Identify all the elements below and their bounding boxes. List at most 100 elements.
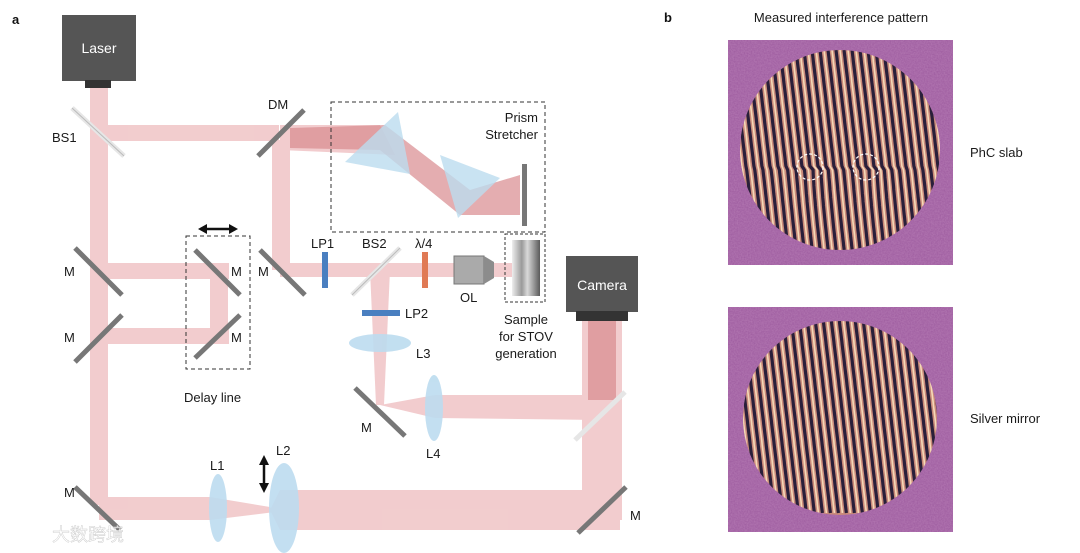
fringe-line <box>778 50 806 250</box>
fringe-line <box>887 50 913 250</box>
mirror-m3 <box>258 248 307 297</box>
delay-line-box <box>185 235 251 370</box>
defect-marker-2 <box>852 153 880 181</box>
fringe-line <box>861 321 888 514</box>
fringe-line <box>775 50 801 250</box>
fringe-line <box>882 321 908 514</box>
fringe-line <box>815 50 841 250</box>
stretcher-mirror <box>522 164 527 226</box>
fringe-line <box>890 321 916 514</box>
panel-b: b Measured interference pattern PhC slab… <box>664 10 1041 532</box>
fringe-line <box>781 321 808 514</box>
polarization-optics <box>322 252 428 316</box>
m-label-5: M <box>64 485 75 500</box>
camera-box: Camera <box>566 256 638 321</box>
lens-l4 <box>425 375 443 441</box>
phc-slab-label: PhC slab <box>970 145 1023 160</box>
fringe-line <box>802 50 830 250</box>
fringe-line <box>850 321 876 514</box>
fringe-line <box>770 50 798 250</box>
delay-line-label: Delay line <box>184 390 241 405</box>
fringe-line <box>791 50 817 250</box>
prism-label-2: Stretcher <box>485 127 538 142</box>
fringe-line <box>826 50 854 250</box>
lens-l1 <box>209 474 227 542</box>
mirror-delay-1 <box>193 248 242 297</box>
watermark-text: 大数跨境 <box>52 525 124 546</box>
fringe-line <box>885 321 912 514</box>
fringe-line <box>874 321 900 514</box>
fringe-line <box>845 321 872 514</box>
fringe-line <box>866 50 894 250</box>
fringe-line <box>831 50 857 250</box>
m-label-4: M <box>361 420 372 435</box>
lp2-label: LP2 <box>405 306 428 321</box>
fringe-line <box>818 50 846 250</box>
dm-label: DM <box>268 97 288 112</box>
lp1-polarizer <box>322 252 328 288</box>
fringe-line <box>797 321 824 514</box>
bs1-label: BS1 <box>52 130 77 145</box>
fringe-line <box>823 50 849 250</box>
watermark: 大数跨境 <box>10 525 124 546</box>
objective-lens <box>453 255 494 285</box>
m-label-6: M <box>630 508 641 523</box>
lp1-label: LP1 <box>311 236 334 251</box>
mirrors <box>70 106 628 535</box>
m-label-delay-1: M <box>231 264 242 279</box>
waveplate-label: λ/4 <box>415 236 432 251</box>
fringe-line <box>863 50 889 250</box>
waveplate <box>422 252 428 288</box>
fringe-line <box>871 50 897 250</box>
fringe-line <box>762 50 790 250</box>
mirror-delay-2 <box>193 313 242 360</box>
bs2-label: BS2 <box>362 236 387 251</box>
fringe-line <box>786 50 814 250</box>
fringe-line <box>842 321 868 514</box>
fringe-line <box>799 50 825 250</box>
prism-stretcher-box <box>330 101 546 233</box>
fringe-line <box>773 321 800 514</box>
fringe-line <box>853 321 880 514</box>
fringe-line <box>821 321 848 514</box>
ol-label: OL <box>460 290 477 305</box>
fringe-line <box>802 321 828 514</box>
fringe-line <box>807 50 833 250</box>
laser-box: Laser <box>62 15 136 88</box>
lp2-polarizer <box>362 310 400 316</box>
camera-splitter <box>573 390 627 442</box>
fringe-line <box>778 321 804 514</box>
fringe-line <box>826 321 852 514</box>
sample-label-3: generation <box>495 346 556 361</box>
measurement-title: Measured interference pattern <box>754 10 928 25</box>
fringe-line <box>858 321 884 514</box>
lens-l3 <box>349 334 411 352</box>
fringe-line <box>786 321 812 514</box>
fringe-line <box>810 50 838 250</box>
fringe-line <box>765 321 792 514</box>
fringe-line <box>794 50 822 250</box>
sample-label-1: Sample <box>504 312 548 327</box>
arrows <box>198 224 269 493</box>
l1-label: L1 <box>210 458 224 473</box>
fringe-line <box>813 321 840 514</box>
panel-a-labels: a BS1 DM M M M M M LP1 BS2 λ/4 OL LP2 L3… <box>12 12 641 523</box>
m-label-1: M <box>64 264 75 279</box>
mirror-m1 <box>73 246 124 297</box>
fringe-line <box>890 50 918 250</box>
fringe-line <box>842 50 870 250</box>
fringe-line <box>767 50 793 250</box>
l3-label: L3 <box>416 346 430 361</box>
camera-label: Camera <box>577 277 627 293</box>
panel-a-letter: a <box>12 12 20 27</box>
group-boxes <box>185 101 546 370</box>
prism-label-1: Prism <box>505 110 538 125</box>
fringe-line <box>794 321 820 514</box>
lens-l2 <box>269 463 299 553</box>
fringe-line <box>789 321 816 514</box>
mirror-m6 <box>576 485 628 535</box>
mirror-m2 <box>73 313 124 364</box>
fringe-line <box>839 50 865 250</box>
sample-holder <box>504 233 546 303</box>
